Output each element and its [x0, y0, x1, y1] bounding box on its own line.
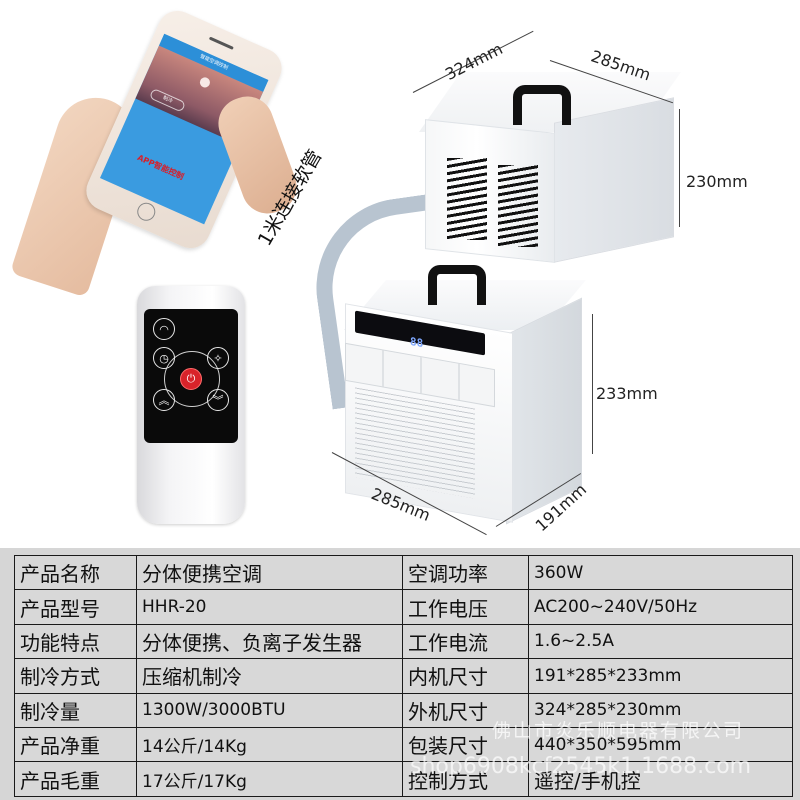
- indoor-height-label: 233mm: [596, 384, 658, 403]
- spec-value: 分体便携、负离子发生器: [136, 623, 403, 660]
- table-row: 功能特点 分体便携、负离子发生器 工作电流 1.6~2.5A: [14, 623, 793, 660]
- temperature-display: 88: [410, 334, 424, 351]
- spec-label: 工作电压: [402, 589, 529, 625]
- timer-icon: ◷: [153, 347, 175, 369]
- spec-value: 1.6~2.5A: [528, 623, 793, 660]
- spec-table: 产品名称 分体便携空调 空调功率 360W 产品型号 HHR-20 工作电压 A…: [14, 554, 793, 797]
- power-icon: ⏻: [180, 368, 202, 390]
- indoor-handle: [428, 265, 486, 305]
- spec-value: 360W: [528, 554, 793, 591]
- spec-value: 14公斤/14Kg: [136, 726, 403, 763]
- spec-value: 324*285*230mm: [528, 692, 793, 728]
- product-photo-area: 智能空调控制 制冷 开启 APP智能控制 ◠ ◷ ✧ ⏻ ︽ ︾ 1米连接软管: [9, 4, 748, 536]
- spec-value: 分体便携空调: [136, 554, 403, 591]
- light-icon: ✧: [207, 347, 229, 369]
- spec-value: 17公斤/17Kg: [136, 761, 403, 797]
- outdoor-grille-right: [498, 165, 538, 247]
- spec-label: 空调功率: [402, 554, 529, 591]
- outdoor-height-label: 230mm: [686, 172, 748, 191]
- spec-value: 440*350*595mm: [528, 726, 793, 763]
- outdoor-grille-left: [447, 158, 487, 240]
- spec-label: 产品净重: [14, 726, 137, 763]
- spec-label: 制冷方式: [14, 658, 137, 694]
- down-icon: ︾: [207, 389, 229, 411]
- spec-label: 产品毛重: [14, 761, 137, 797]
- spec-label: 包装尺寸: [402, 726, 529, 763]
- cool-mode-button: 制冷: [148, 87, 187, 113]
- spec-label: 外机尺寸: [402, 692, 529, 728]
- remote-button-panel: ◠ ◷ ✧ ⏻ ︽ ︾: [144, 309, 238, 443]
- spec-value: 遥控/手机控: [528, 761, 793, 797]
- spec-label: 控制方式: [402, 761, 529, 797]
- mode-icon: [198, 75, 212, 90]
- button-ring: [164, 351, 220, 407]
- table-row: 产品型号 HHR-20 工作电压 AC200~240V/50Hz: [14, 589, 793, 625]
- wifi-icon: ◠: [153, 318, 175, 340]
- spec-label: 产品名称: [14, 554, 137, 591]
- up-icon: ︽: [153, 389, 175, 411]
- table-row: 制冷方式 压缩机制冷 内机尺寸 191*285*233mm: [14, 658, 793, 694]
- spec-value: 1300W/3000BTU: [136, 692, 403, 728]
- spec-value: 191*285*233mm: [528, 658, 793, 694]
- spec-label: 工作电流: [402, 623, 529, 660]
- table-row: 产品毛重 17公斤/17Kg 控制方式 遥控/手机控: [14, 761, 793, 797]
- phone-speaker: [208, 36, 234, 50]
- spec-label: 内机尺寸: [402, 658, 529, 694]
- table-row: 产品净重 14公斤/14Kg 包装尺寸 440*350*595mm: [14, 726, 793, 763]
- outdoor-handle: [513, 85, 571, 125]
- spec-value: 压缩机制冷: [136, 658, 403, 694]
- spec-label: 功能特点: [14, 623, 137, 660]
- home-button-icon: [134, 199, 159, 224]
- spec-value: HHR-20: [136, 589, 403, 625]
- app-control-label: APP智能控制: [135, 152, 186, 182]
- dim-line-indoor-height: [592, 314, 593, 454]
- spec-value: AC200~240V/50Hz: [528, 589, 793, 625]
- outdoor-unit-side: [554, 97, 674, 263]
- spec-label: 产品型号: [14, 589, 137, 625]
- table-row: 产品名称 分体便携空调 空调功率 360W: [14, 554, 793, 591]
- remote-control: ◠ ◷ ✧ ⏻ ︽ ︾: [137, 286, 245, 524]
- spec-table-area: 产品名称 分体便携空调 空调功率 360W 产品型号 HHR-20 工作电压 A…: [0, 548, 800, 800]
- dim-line-outdoor-height: [679, 109, 680, 227]
- spec-label: 制冷量: [14, 692, 137, 728]
- table-row: 制冷量 1300W/3000BTU 外机尺寸 324*285*230mm: [14, 692, 793, 728]
